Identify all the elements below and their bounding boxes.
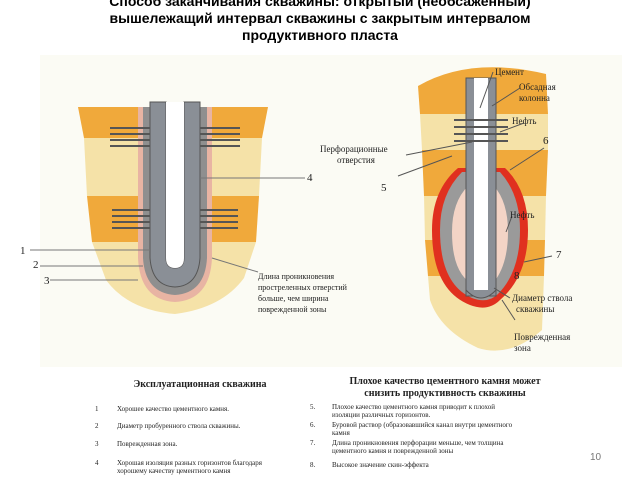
legend-right-number-8: 8. (310, 461, 316, 469)
legend-right-text-6: Буровой раствор (образовавшийся канал вн… (332, 421, 512, 437)
legend-right-text-7: Длина проникновения перфорации меньше, ч… (332, 439, 503, 455)
r-label-damaged-1: Поврежденная (514, 332, 570, 342)
legend-right-number-6: 6. (310, 421, 316, 429)
legend-right-header-2: снизить продуктивность скважины (364, 388, 526, 399)
legend-right-text-5: Плохое качество цементного камня приводи… (332, 403, 495, 419)
legend-left-text-4a: Хорошая изоляция разных горизонтов благо… (117, 459, 263, 467)
legend-left-item-1: 1 Хорошее качество цементного камня. (95, 405, 305, 413)
legend-right-text-8: Высокое значение скин-эффекта (332, 461, 429, 469)
title-line-3: продуктивного пласта (242, 27, 398, 43)
page-number: 10 (590, 452, 602, 463)
legend-left-number-3: 3 (95, 440, 99, 448)
legend-left-item-3: 3 Поврежденная зона. (95, 440, 305, 448)
legend-right-header: Плохое качество цементного камня может с… (310, 376, 580, 400)
label-2: 2 (33, 259, 39, 271)
r-label-casing-1: Обсадная (519, 82, 556, 92)
legend-right-item-7: 7. Длина проникновения перфорации меньше… (310, 439, 570, 455)
label-4: 4 (307, 172, 313, 184)
penetration-caption-1: Длина проникновения (258, 272, 334, 281)
left-leaders (30, 177, 305, 281)
r-casing-shoe (465, 289, 497, 299)
r-label-perf-2: отверстия (337, 155, 375, 165)
r-label-cement: Цемент (495, 67, 524, 77)
r-label-damaged-2: зона (514, 343, 531, 353)
legend-right-number-5: 5. (310, 403, 316, 411)
legend-left-number-2: 2 (95, 422, 99, 430)
legend-right-number-7: 7. (310, 439, 316, 447)
r-label-diam-1: Диаметр ствола (512, 293, 572, 303)
legend-right-header-1: Плохое качество цементного камня может (349, 376, 541, 387)
legend-left-text-3: Поврежденная зона. (117, 440, 178, 448)
legend-right-item-6: 6. Буровой раствор (образовавшийся канал… (310, 421, 570, 437)
legend-left-text-1: Хорошее качество цементного камня. (117, 405, 229, 413)
label-1: 1 (20, 245, 26, 257)
legend-right-text-5b: изоляции различных горизонтов. (332, 411, 431, 419)
penetration-caption-3: больше, чем ширина (258, 294, 329, 303)
r-perforations (454, 119, 508, 142)
r-label-oil-mid: Нефть (510, 210, 534, 220)
legend-left-text-4: Хорошая изоляция разных горизонтов благо… (117, 459, 262, 475)
right-leaders (397, 71, 553, 321)
legend-right-text-6b: камня (332, 429, 350, 437)
legend-left-header: Эксплуатационная скважина (133, 379, 267, 390)
legend-right-text-7a: Длина проникновения перфорации меньше, ч… (332, 439, 504, 447)
penetration-caption-2: простреленных отверстий (258, 283, 348, 292)
r-label-perf-1: Перфорационные (320, 144, 388, 154)
legend-right-text-7b: цементного камня и поврежденной зоны (332, 447, 454, 455)
legend-right-item-5: 5. Плохое качество цементного камня прив… (310, 403, 570, 419)
legend-left-item-2: 2 Диаметр пробуренного ствола скважины. (95, 422, 305, 430)
legend-right-text-5a: Плохое качество цементного камня приводи… (332, 403, 495, 411)
legend-right-text-6a: Буровой раствор (образовавшийся канал вн… (332, 421, 513, 429)
r-label-5: 5 (381, 182, 387, 194)
label-3: 3 (44, 275, 50, 287)
legend-right-item-8: 8. Высокое значение скин-эффекта (310, 461, 570, 469)
slide-title: Способ заканчивания скважины: открытый (… (0, 0, 640, 44)
title-line-2: вышележащий интервал скважины с закрытым… (109, 10, 531, 26)
legend-left-number-4: 4 (95, 459, 99, 467)
legend-left-text-2: Диаметр пробуренного ствола скважины. (117, 422, 241, 430)
casing-bore (166, 102, 184, 268)
legend-left-text-4b: хорошему качеству цементного камня (117, 467, 231, 475)
title-line-1: Способ заканчивания скважины: открытый (… (109, 0, 531, 9)
left-well-diagram: 1 2 3 4 Длина проникновения простреленны… (20, 101, 348, 314)
right-well-diagram: Цемент Обсадная колонна Нефть Перфорацио… (320, 67, 572, 353)
r-label-8: 8 (514, 270, 520, 282)
r-label-diam-2: скважины (516, 304, 554, 314)
r-label-6: 6 (543, 135, 549, 147)
penetration-caption-4: поврежденной зоны (258, 305, 327, 314)
r-label-oil-top: Нефть (512, 116, 536, 126)
legend-left-item-4: 4 Хорошая изоляция разных горизонтов бла… (95, 459, 315, 475)
legend-left-number-1: 1 (95, 405, 99, 413)
r-label-7: 7 (556, 249, 562, 261)
r-casing-bore (474, 78, 488, 290)
r-label-casing-2: колонна (519, 93, 550, 103)
